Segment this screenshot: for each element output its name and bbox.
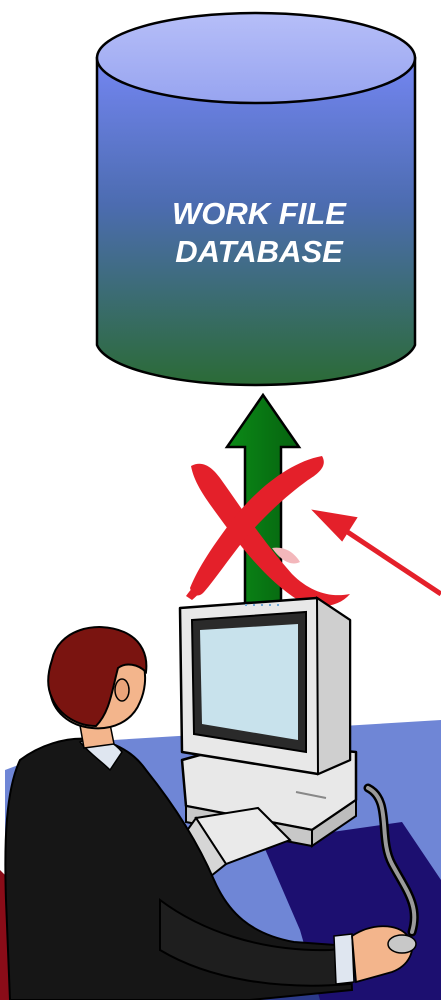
database-label-line1: WORK FILE	[172, 196, 347, 231]
database-label-line2: DATABASE	[175, 234, 344, 269]
red-pointer-arrow-icon	[314, 511, 441, 594]
